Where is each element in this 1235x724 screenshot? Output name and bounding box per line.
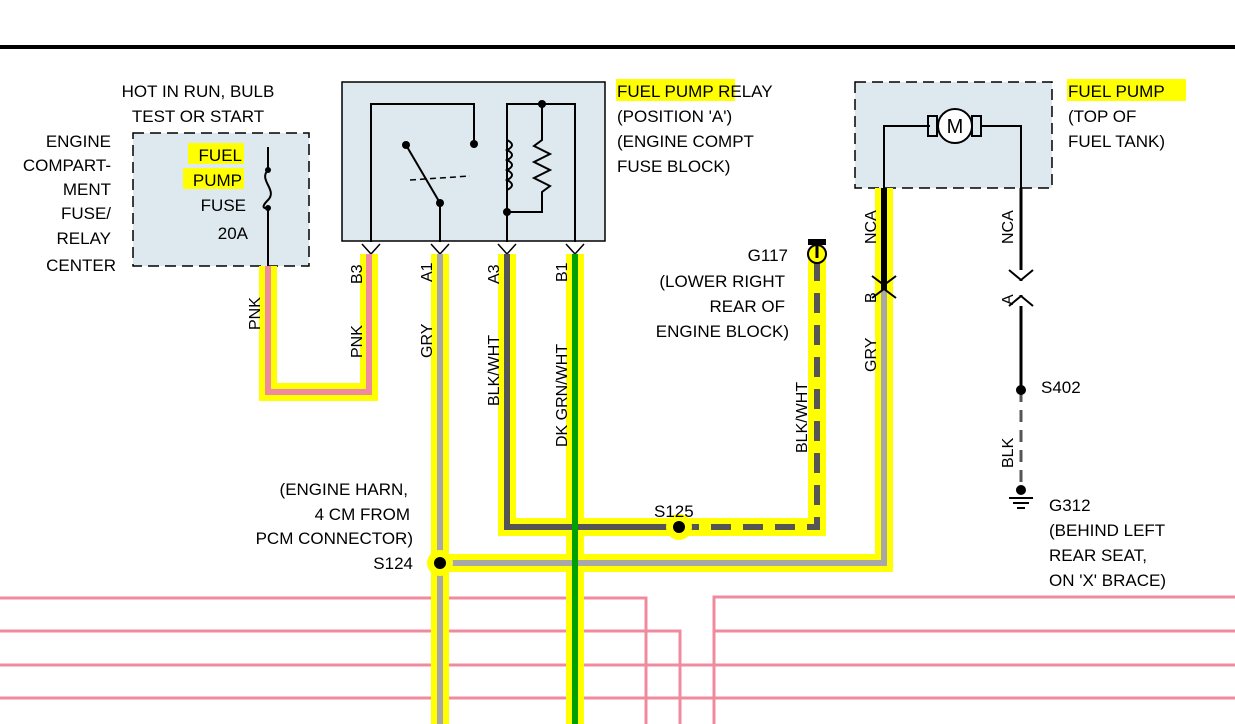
pin-a3: A3 [486, 264, 503, 284]
engine-box-1: ENGINE [46, 132, 111, 151]
engine-box-4: FUSE/ [61, 204, 111, 223]
wire-gry-2: GRY [863, 337, 880, 372]
g312-label: G312 [1049, 496, 1091, 515]
s402-label: S402 [1041, 378, 1081, 397]
pin-pump-a: A [1000, 294, 1017, 305]
engine-box-3: MENT [63, 180, 111, 199]
blkwht-wire [504, 254, 679, 530]
relay-line2: (POSITION 'A') [617, 107, 732, 126]
pnk-wire [265, 254, 372, 395]
relay-line3: (ENGINE COMPT [617, 132, 754, 151]
g117-line3: REAR OF [709, 297, 785, 316]
g312-line4: ON 'X' BRACE) [1049, 571, 1166, 590]
pin-b1: B1 [554, 262, 571, 282]
s402-splice [1016, 385, 1026, 395]
pin-pump-b: B [863, 292, 880, 303]
wire-pnk-1: PNK [247, 297, 264, 330]
s124-line1: (ENGINE HARN, [280, 480, 408, 499]
relay-title: FUEL PUMP RELAY [617, 82, 773, 101]
wire-blk: BLK [1000, 437, 1017, 468]
engine-box-2: COMPART- [23, 156, 111, 175]
fuse-hl-2: PUMP [193, 171, 242, 190]
wire-blkwht-2: BLK/WHT [794, 382, 811, 453]
pin-nca-2: NCA [1000, 210, 1017, 244]
g117-line2: (LOWER RIGHT [659, 272, 785, 291]
motor-symbol: M [947, 116, 964, 138]
fuse-hl-1: FUEL [199, 146, 242, 165]
fuse-rating: 20A [218, 224, 249, 243]
engine-box-6: CENTER [46, 256, 116, 275]
pink-harness-lines [0, 595, 1235, 724]
wire-pnk-2: PNK [349, 325, 366, 358]
g312-ground-icon [1009, 497, 1033, 509]
pump-b-connector [871, 275, 897, 299]
pin-b3: B3 [349, 264, 366, 284]
blkwht-dashed-wire [679, 262, 820, 530]
pump-line2: (TOP OF [1068, 107, 1136, 126]
s124-line2: 4 CM FROM [315, 505, 410, 524]
pin-a1: A1 [419, 262, 436, 282]
g117-label: G117 [748, 246, 788, 265]
power-label-1: HOT IN RUN, BULB [122, 82, 275, 101]
wire-blkwht: BLK/WHT [486, 335, 503, 406]
g312-line2: (BEHIND LEFT [1049, 521, 1165, 540]
g312-line3: REAR SEAT, [1049, 546, 1147, 565]
relay-connectors [361, 243, 585, 256]
g312-ground-dot [1016, 485, 1026, 495]
pump-title: FUEL PUMP [1068, 82, 1165, 101]
wire-dkgrnwht: DK GRN/WHT [554, 344, 571, 447]
g117-line4: ENGINE BLOCK) [656, 322, 789, 341]
gry-branch-wire [440, 290, 887, 566]
power-label-2: TEST OR START [132, 107, 264, 126]
fuse-name: FUSE [201, 196, 246, 215]
relay-line4: FUSE BLOCK) [617, 157, 730, 176]
engine-box-5: RELAY [57, 229, 112, 248]
motor-icon [937, 108, 973, 144]
pump-a-connector [1008, 269, 1034, 307]
s124-line3: PCM CONNECTOR) [256, 529, 413, 548]
wire-gry-1: GRY [419, 323, 436, 358]
s125-label: S125 [654, 502, 694, 521]
pin-nca-1: NCA [863, 210, 880, 244]
s124-label: S124 [373, 554, 413, 573]
pump-line3: FUEL TANK) [1068, 132, 1165, 151]
